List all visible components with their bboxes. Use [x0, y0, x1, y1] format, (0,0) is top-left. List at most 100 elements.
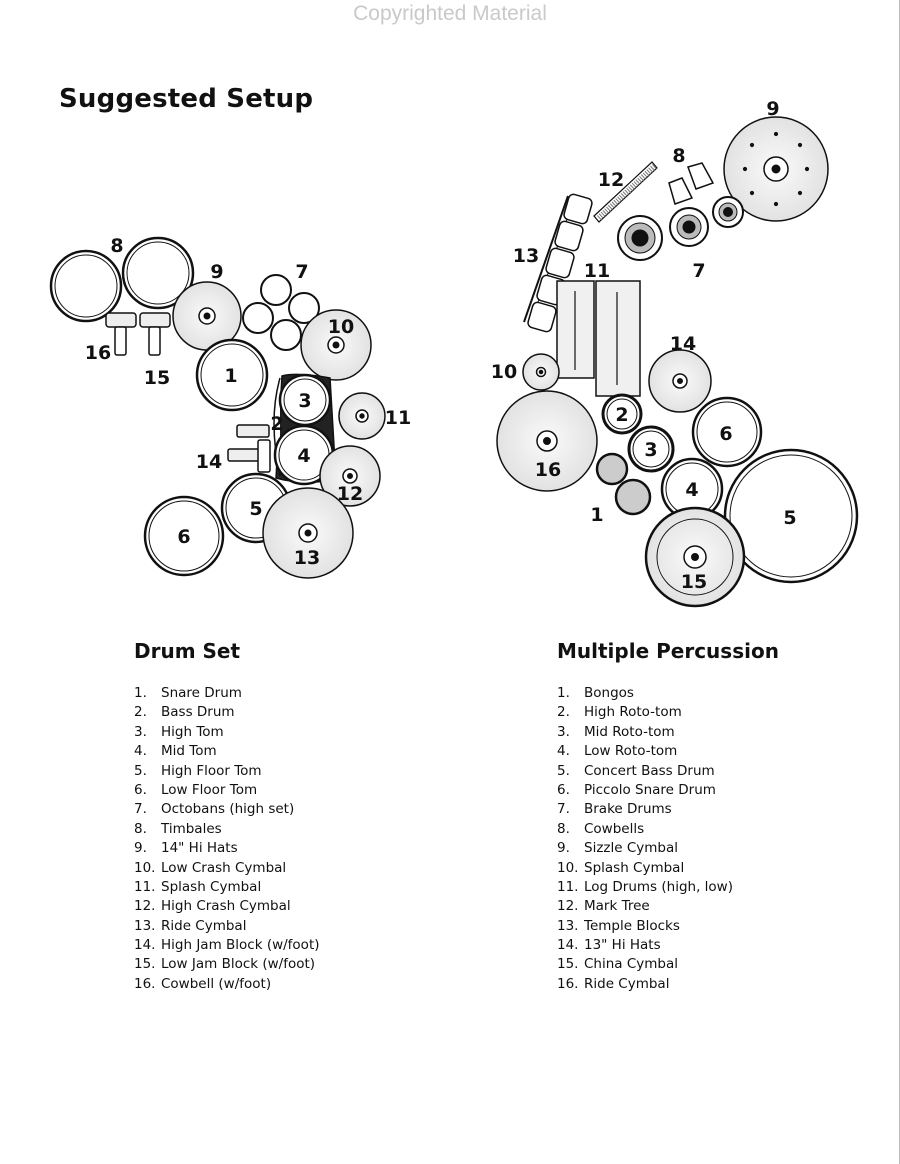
legend-item-label: 14" Hi Hats: [161, 840, 238, 857]
octoban-2-shape: [288, 292, 320, 324]
drum-set-heading: Drum Set: [134, 639, 241, 663]
drum-set-label-8: 8: [110, 235, 123, 257]
legend-item-label: Mark Tree: [584, 898, 650, 915]
legend-item: 10.Splash Cymbal: [557, 859, 733, 878]
legend-item: 1. Snare Drum: [134, 684, 320, 703]
legend-item-number: 15.: [134, 956, 156, 973]
legend-item: 16.Cowbell (w/foot): [134, 975, 320, 994]
timbale-left-shape: [49, 249, 123, 323]
legend-item-label: Sizzle Cymbal: [584, 840, 678, 857]
legend-item-label: Ride Cymbal: [161, 917, 247, 934]
drum-set-label-2: 2: [270, 413, 283, 435]
legend-item-number: 1.: [557, 685, 570, 701]
timbale-right-shape: [121, 236, 195, 310]
legend-item: 16.Ride Cymbal: [557, 975, 733, 994]
legend-item-number: 11.: [557, 878, 579, 895]
drum-set-label-1: 1: [224, 365, 237, 387]
mp-ride-cymbal-shape: [496, 390, 598, 492]
mid-tom-shape: [273, 424, 335, 486]
temple-blocks-shape: [523, 193, 593, 333]
drum-set-label-11: 11: [385, 407, 411, 429]
legend-item-label: Snare Drum: [161, 685, 242, 701]
legend-item: 12.High Crash Cymbal: [134, 897, 320, 916]
legend-item-number: 3.: [134, 723, 147, 740]
splash-cymbal-shape: [338, 392, 386, 440]
legend-item: 15.Low Jam Block (w/foot): [134, 955, 320, 974]
high-jam-block-shape: [236, 424, 270, 438]
concert-bass-drum-shape: [723, 448, 859, 584]
low-floor-tom-shape: [143, 495, 225, 577]
legend-item: 8.Timbales: [134, 820, 320, 839]
multiple-percussion-diagram: [496, 116, 859, 608]
legend-item: 12.Mark Tree: [557, 897, 733, 916]
mp-label-9: 9: [766, 98, 779, 120]
piccolo-snare-shape: [691, 396, 763, 468]
legend-item-label: Splash Cymbal: [161, 878, 262, 895]
legend-item-label: Brake Drums: [584, 801, 672, 818]
legend-item: 13.Temple Blocks: [557, 917, 733, 936]
low-jam-block-shape: [139, 312, 171, 328]
mp-label-16: 16: [535, 459, 561, 481]
legend-item: 14.High Jam Block (w/foot): [134, 936, 320, 955]
legend-item: 9.14" Hi Hats: [134, 839, 320, 858]
mp-label-3: 3: [644, 439, 657, 461]
legend-item-number: 1.: [134, 685, 147, 701]
legend-item-number: 5.: [134, 762, 147, 779]
legend-item-number: 4.: [557, 743, 570, 760]
legend-item-label: Cowbell (w/foot): [161, 975, 272, 992]
drum-set-label-7: 7: [295, 261, 308, 283]
legend-item: 3.High Tom: [134, 723, 320, 742]
legend-item-number: 14.: [134, 937, 156, 954]
multiple-percussion-heading: Multiple Percussion: [557, 639, 779, 663]
legend-item-label: Piccolo Snare Drum: [584, 781, 716, 798]
legend-item-label: Cowbells: [584, 820, 645, 837]
cowbell-pedal-shape: [105, 312, 137, 328]
octoban-4-shape: [270, 319, 302, 351]
brake-drum-3-shape: [712, 196, 744, 228]
legend-item-label: Low Crash Cymbal: [161, 859, 287, 876]
drum-set-diagram: 1 2 3 4 5 6 7 8 9 10 11 12 13 14 15 16: [49, 98, 859, 608]
legend-item: 13. Ride Cymbal: [134, 917, 320, 936]
drum-set-label-13: 13: [294, 547, 320, 569]
sizzle-cymbal-shape: [723, 116, 829, 222]
legend-item-number: 2.: [557, 704, 570, 721]
brake-drum-2-shape: [669, 207, 709, 247]
mp-hi-hats-shape: [648, 349, 712, 413]
legend-item: 6.Piccolo Snare Drum: [557, 781, 733, 800]
legend-item: 5.Concert Bass Drum: [557, 762, 733, 781]
legend-item-label: Low Floor Tom: [161, 781, 258, 798]
legend-item-number: 14.: [557, 937, 579, 954]
legend-item-label: Log Drums (high, low): [584, 878, 733, 895]
drum-set-label-10: 10: [328, 316, 354, 338]
legend-item-label: Octobans (high set): [161, 801, 295, 818]
mp-label-4: 4: [685, 479, 698, 501]
legend-item-label: Temple Blocks: [584, 917, 680, 934]
mark-tree-shape: [593, 161, 658, 223]
low-crash-cymbal-shape: [300, 309, 372, 381]
legend-item-label: 13" Hi Hats: [584, 937, 661, 954]
mp-label-2: 2: [615, 404, 628, 426]
brake-drum-1-shape: [617, 215, 663, 261]
legend-item-number: 13.: [134, 917, 156, 934]
mp-label-12: 12: [598, 169, 624, 191]
legend-item-label: Timbales: [161, 820, 222, 837]
legend-item: 4.Low Roto-tom: [557, 742, 733, 761]
legend-item-label: Splash Cymbal: [584, 859, 685, 876]
mp-label-14: 14: [670, 333, 696, 355]
low-jam-block-footplate-shape: [148, 326, 161, 356]
drum-set-label-9: 9: [210, 261, 223, 283]
legend-item-label: Bass Drum: [161, 704, 235, 721]
legend-item-number: 11.: [134, 878, 156, 895]
legend-item: 14. 13" Hi Hats: [557, 936, 733, 955]
ride-cymbal-shape: [262, 487, 354, 579]
mp-label-8: 8: [672, 145, 685, 167]
drum-set-label-6: 6: [177, 526, 190, 548]
high-roto-tom-shape: [601, 393, 643, 435]
drum-set-label-4: 4: [297, 445, 310, 467]
legend-item: 4.Mid Tom: [134, 742, 320, 761]
legend-item-label: Ride Cymbal: [584, 975, 670, 992]
legend-item: 11. Splash Cymbal: [134, 878, 320, 897]
octoban-1-shape: [260, 274, 292, 306]
